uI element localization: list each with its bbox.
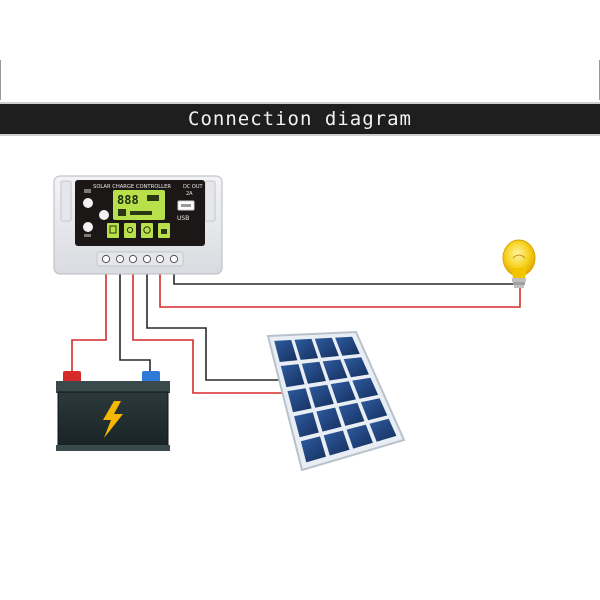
solar-cell (330, 381, 356, 404)
solar-cell (343, 357, 369, 378)
sun-indicator-icon (124, 223, 136, 238)
solar-cell (316, 407, 342, 432)
solar-cell (369, 418, 397, 442)
solar-cell (335, 336, 360, 356)
battery-positive-terminal (63, 371, 81, 383)
wire-load-positive (159, 262, 521, 308)
solar-cell (287, 388, 312, 413)
terminal-screws (101, 254, 179, 264)
page-title: Connection diagram (188, 108, 412, 130)
solar-cell (352, 377, 379, 399)
controller-label: SOLAR CHARGE CONTROLLER (93, 184, 171, 190)
battery-icon (56, 371, 170, 451)
timer-indicator-icon (141, 223, 153, 238)
lcd-digits: 888 (117, 193, 139, 207)
light-button (83, 222, 93, 232)
lightning-bolt-icon (103, 401, 123, 438)
battery-negative-terminal (142, 371, 160, 383)
left-edge-mark (0, 60, 1, 100)
solar-cell (300, 436, 326, 463)
solar-cell (274, 340, 298, 362)
solar-cell (314, 337, 339, 358)
solar-cell (294, 338, 319, 360)
dc-out-rating: 2A (186, 191, 193, 197)
solar-cell (301, 361, 326, 384)
set-button (99, 210, 109, 220)
wire-load-negative (173, 262, 514, 285)
menu-button (83, 198, 93, 208)
wire-battery-negative (119, 262, 151, 378)
solar-cell (322, 359, 348, 381)
solar-panel-icon (266, 330, 406, 472)
title-banner: Connection diagram (0, 102, 600, 136)
wire-solar-negative (146, 262, 285, 381)
usb-label: USB (177, 215, 189, 222)
solar-cell (360, 398, 388, 421)
solar-cell (280, 364, 305, 388)
wire-battery-positive (71, 262, 107, 378)
solar-cell (309, 384, 334, 408)
dc-out-label: DC OUT (183, 184, 204, 190)
indicator-icons (107, 223, 170, 238)
charge-controller: SOLAR CHARGE CONTROLLER DC OUT 2A 888 US… (53, 175, 223, 275)
solar-cell (323, 430, 350, 456)
wire-solar-positive (132, 262, 285, 394)
solar-cell (346, 424, 373, 449)
lightbulb-icon (502, 239, 536, 288)
solar-cell (294, 412, 319, 438)
panel-indicator-icon (107, 223, 119, 238)
solar-cell (338, 402, 365, 426)
